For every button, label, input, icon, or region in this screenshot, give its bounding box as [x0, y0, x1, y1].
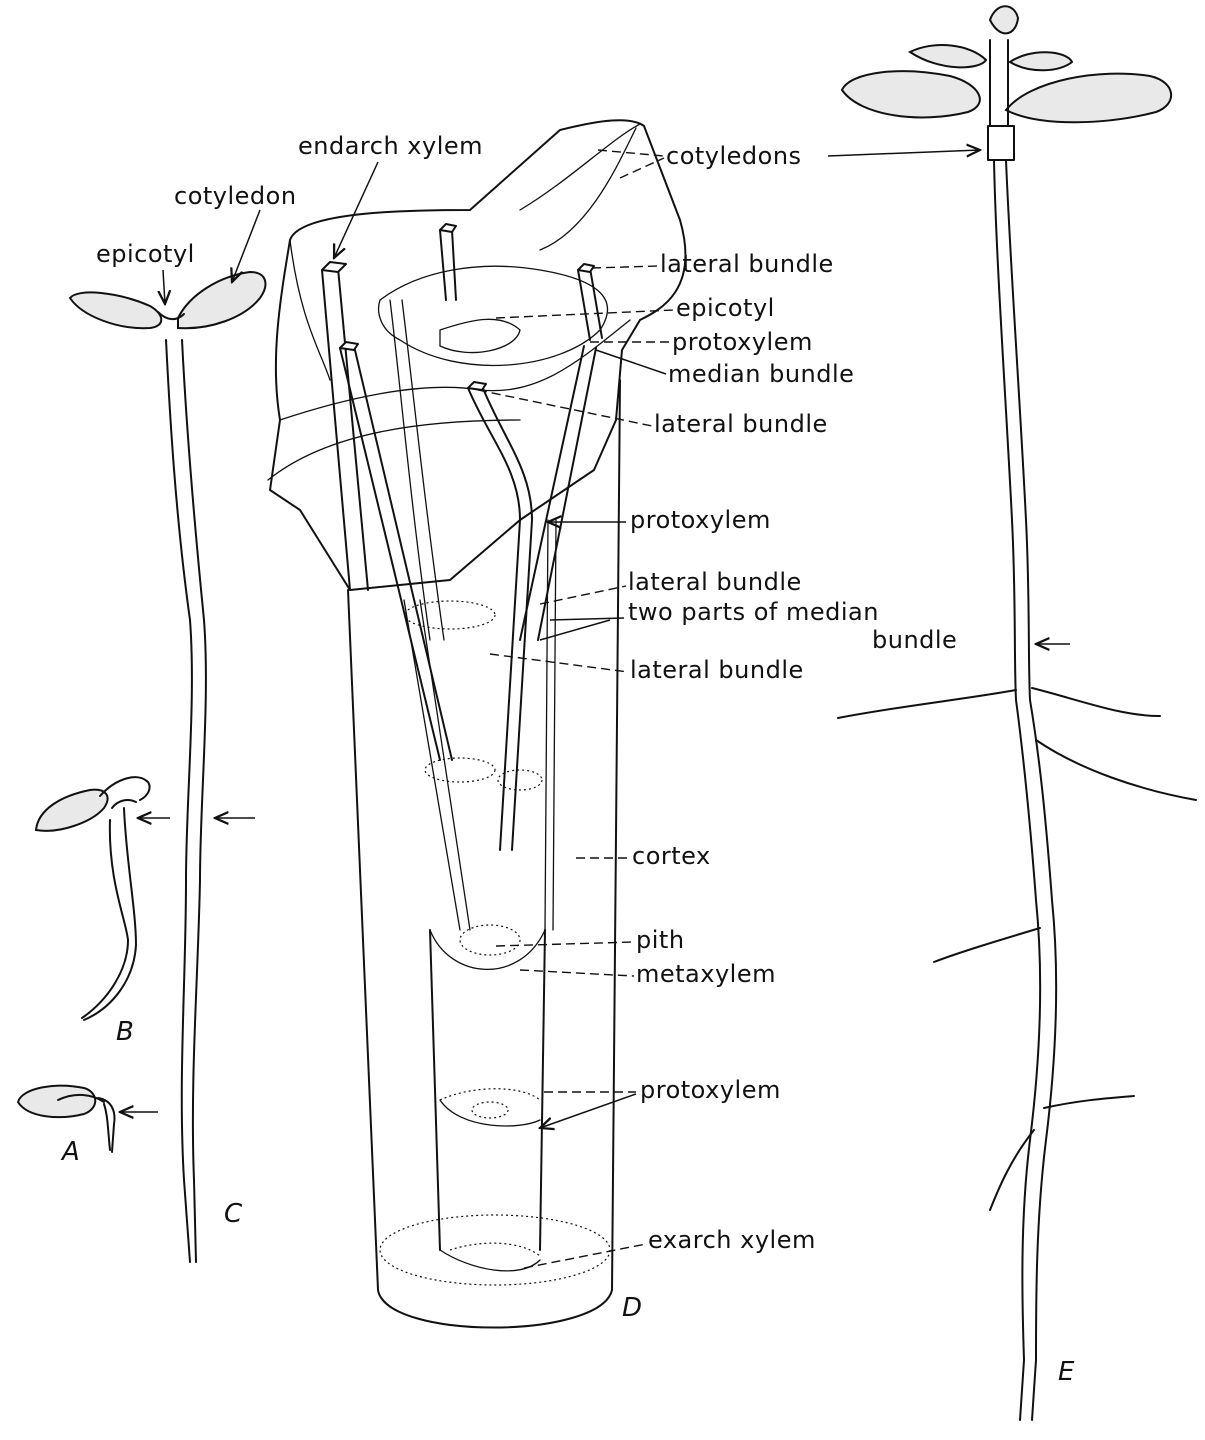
label-endarch-xylem: endarch xylem	[298, 132, 483, 160]
panel-letter-a: A	[60, 1137, 80, 1167]
seedling-b	[36, 777, 170, 1020]
label-exarch-xylem: exarch xylem	[648, 1226, 816, 1254]
label-protoxylem-1: protoxylem	[672, 328, 813, 356]
label-median-bundle: median bundle	[668, 360, 854, 388]
seedling-a	[18, 1086, 158, 1152]
label-cortex: cortex	[632, 842, 711, 870]
panel-letter-c: C	[224, 1199, 243, 1229]
panel-letter-e: E	[1058, 1357, 1075, 1387]
label-lateral-bundle-1: lateral bundle	[660, 250, 834, 278]
label-lateral-bundle-3: lateral bundle	[628, 568, 802, 596]
label-cotyledon-c: cotyledon	[174, 182, 297, 210]
label-pith: pith	[636, 926, 685, 954]
label-protoxylem-3: protoxylem	[640, 1076, 781, 1104]
label-metaxylem: metaxylem	[636, 960, 776, 988]
seedling-e	[828, 6, 1196, 1420]
seedling-c	[70, 272, 265, 1262]
label-epicotyl-c: epicotyl	[96, 240, 195, 268]
panel-letter-d: D	[622, 1293, 642, 1323]
vascular-diagram-d	[268, 120, 685, 1327]
label-epicotyl: epicotyl	[676, 294, 775, 322]
label-lateral-bundle-4: lateral bundle	[630, 656, 804, 684]
label-two-parts-line2: bundle	[872, 626, 957, 654]
label-protoxylem-2: protoxylem	[630, 506, 771, 534]
label-lateral-bundle-2: lateral bundle	[654, 410, 828, 438]
label-cotyledons: cotyledons	[666, 142, 802, 170]
panel-letter-b: B	[116, 1017, 134, 1047]
label-two-parts-line1: two parts of median	[628, 598, 879, 626]
